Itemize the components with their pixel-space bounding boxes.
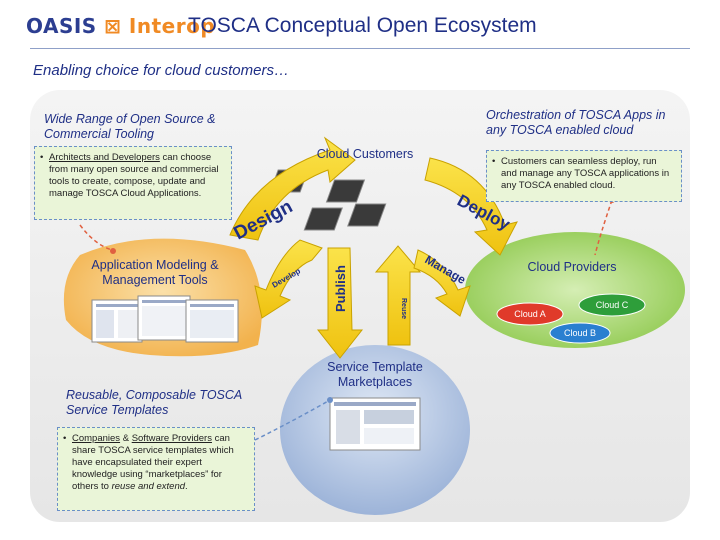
deploy-arrow bbox=[424, 157, 518, 256]
marketplace-screenshot-image bbox=[329, 397, 421, 451]
develop-arrow bbox=[254, 239, 323, 319]
templates-connector bbox=[254, 399, 331, 441]
bullet: • bbox=[40, 152, 44, 163]
bullet: • bbox=[492, 156, 496, 167]
companies-link[interactable]: Companies bbox=[72, 433, 121, 444]
tooling-connector bbox=[79, 224, 113, 251]
reuse-label: Reuse bbox=[400, 298, 407, 319]
orchestration-note: • Customers can seamless deploy, run and… bbox=[486, 150, 682, 202]
app-modeling-label: Application Modeling & Management Tools bbox=[91, 258, 219, 287]
reuse-extend-text: reuse and extend bbox=[111, 481, 186, 492]
design-arrow bbox=[229, 136, 356, 241]
logo-interop-text: Interop bbox=[128, 14, 216, 38]
orchestration-note-text: Customers can seamless deploy, run and m… bbox=[501, 156, 670, 191]
subtitle: Enabling choice for cloud customers… bbox=[33, 62, 289, 79]
cloud-providers-label: Cloud Providers bbox=[527, 260, 617, 274]
cloud-c-icon bbox=[578, 293, 646, 317]
bullet: • bbox=[63, 433, 67, 444]
templates-note-end: . bbox=[185, 481, 188, 492]
templates-note-text: can share TOSCA service templates which … bbox=[72, 433, 234, 492]
logo-oasis-text: OASIS bbox=[26, 14, 97, 38]
templates-heading: Reusable, Composable TOSCA Service Templ… bbox=[66, 388, 242, 417]
cloud-customers-label: Cloud Customers bbox=[316, 147, 414, 161]
page-title: TOSCA Conceptual Open Ecosystem bbox=[188, 14, 537, 37]
cloud-b-label: Cloud B bbox=[563, 328, 597, 338]
cloud-b-icon bbox=[549, 322, 611, 344]
architects-developers-link[interactable]: Architects and Developers bbox=[49, 152, 160, 163]
tool-screenshots-image bbox=[91, 295, 239, 343]
publish-arrow bbox=[316, 247, 364, 359]
cloud-a-label: Cloud A bbox=[514, 309, 546, 319]
marketplace-label: Service Template Marketplaces bbox=[327, 360, 423, 389]
templates-amp: & bbox=[120, 433, 132, 444]
reuse-arrow bbox=[374, 245, 422, 346]
templates-note: • Companies & Software Providers can sha… bbox=[57, 427, 255, 511]
manage-arrow bbox=[413, 249, 471, 317]
oasis-interop-logo: OASIS ⊠ Interop bbox=[26, 14, 215, 38]
publish-label: Publish bbox=[333, 265, 348, 312]
cloud-c-label: Cloud C bbox=[595, 300, 629, 310]
cloud-a-icon bbox=[496, 302, 564, 326]
software-providers-link[interactable]: Software Providers bbox=[131, 433, 212, 444]
logo-mark-icon: ⊠ bbox=[104, 14, 122, 38]
tooling-heading: Wide Range of Open Source & Commercial T… bbox=[44, 112, 216, 141]
tooling-note-text: can choose from many open source and com… bbox=[49, 152, 219, 199]
tooling-note: • Architects and Developers can choose f… bbox=[34, 146, 232, 220]
orchestration-heading: Orchestration of TOSCA Apps in any TOSCA… bbox=[486, 108, 666, 137]
title-divider bbox=[30, 48, 690, 49]
